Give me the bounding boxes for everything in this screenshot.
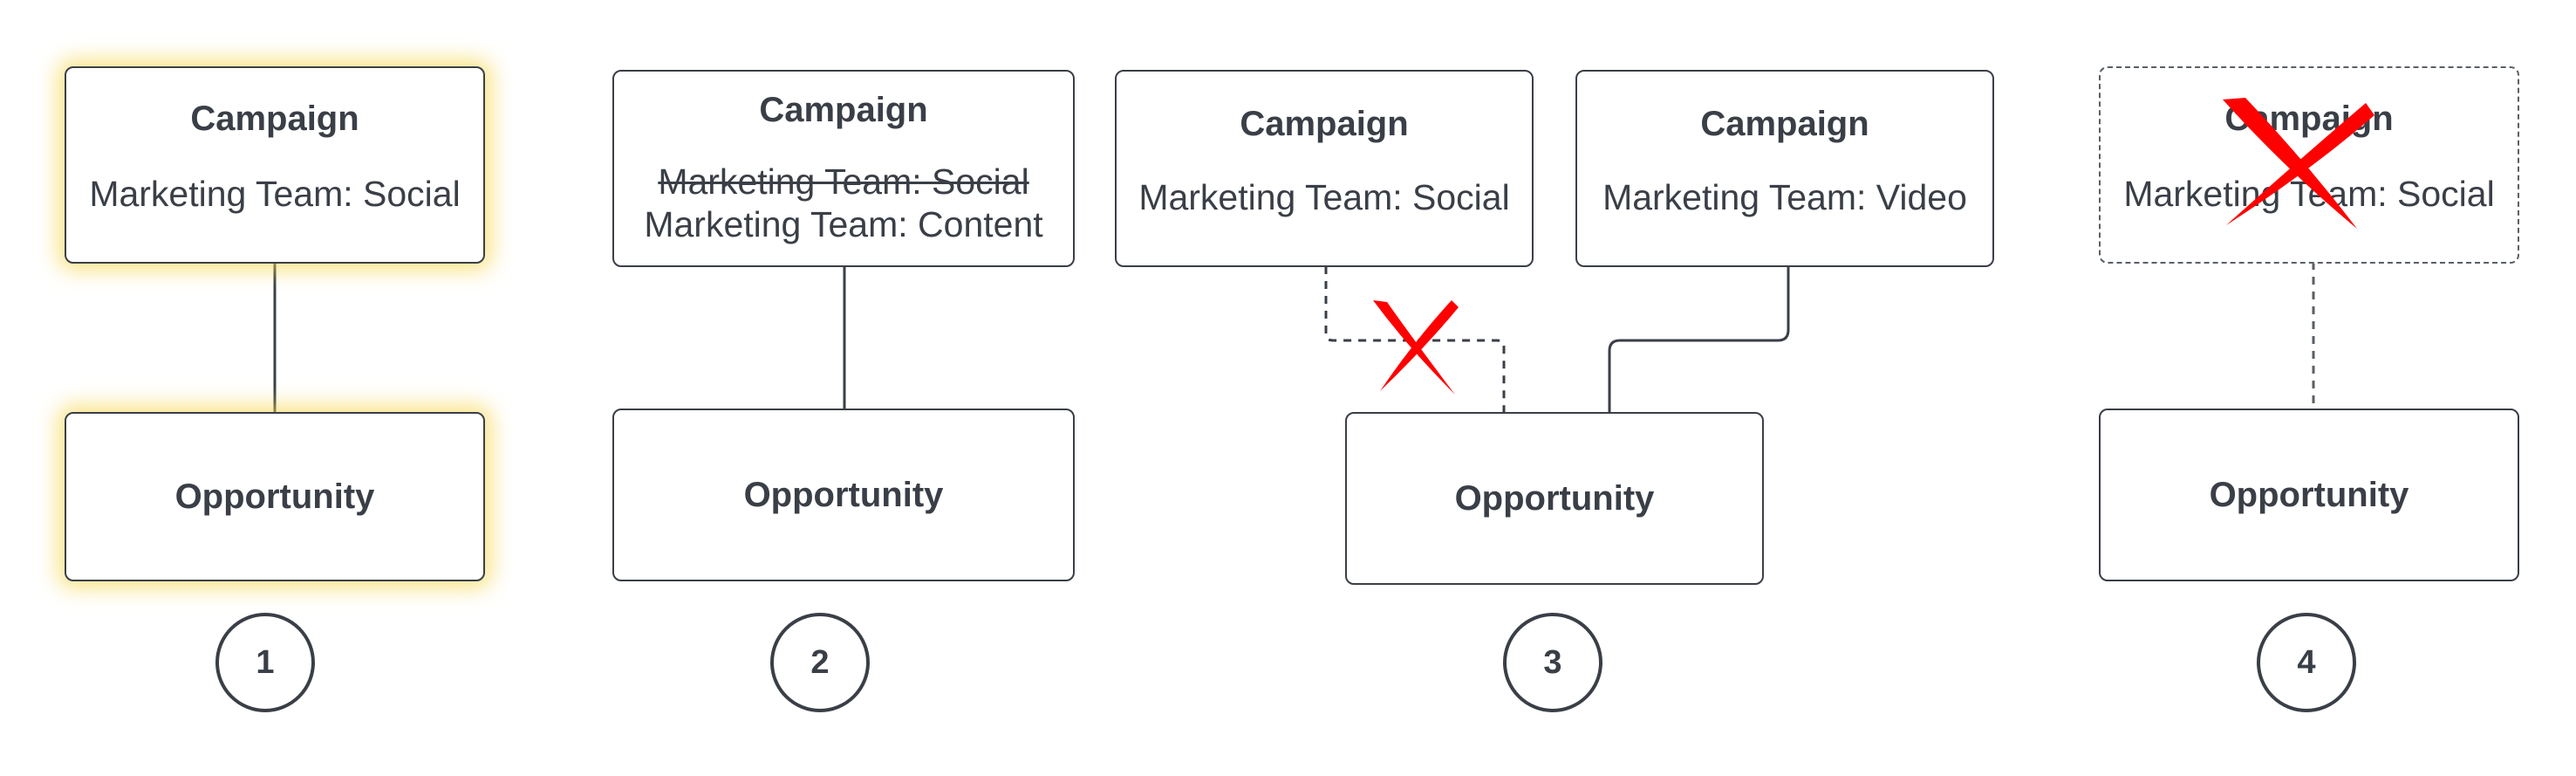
campaign-team: Marketing Team: Social — [1138, 177, 1510, 217]
campaign-title: Campaign — [759, 91, 928, 129]
step-4-badge: 4 — [2257, 613, 2356, 712]
cross-icon-link — [1373, 300, 1459, 395]
campaign-box-2: Campaign Marketing Team: Social Marketin… — [612, 70, 1075, 267]
step-3-badge: 3 — [1503, 613, 1602, 712]
campaign-box-3-social: Campaign Marketing Team: Social — [1115, 70, 1534, 267]
campaign-title: Campaign — [190, 100, 359, 138]
campaign-team-old: Marketing Team: Social — [658, 161, 1029, 202]
campaign-box-1: Campaign Marketing Team: Social — [65, 66, 485, 264]
campaign-title: Campaign — [1700, 105, 1869, 143]
opportunity-title: Opportunity — [1454, 479, 1655, 518]
opportunity-title: Opportunity — [2209, 476, 2409, 514]
cross-icon-campaign — [2223, 98, 2374, 229]
campaign-team: Marketing Team: Social — [89, 174, 461, 214]
step-1-badge: 1 — [215, 613, 315, 712]
step-2-badge: 2 — [770, 613, 870, 712]
campaign-team: Marketing Team: Video — [1602, 177, 1967, 217]
opportunity-box-3: Opportunity — [1345, 412, 1764, 585]
opportunity-title: Opportunity — [174, 477, 375, 516]
link-3-video — [1608, 266, 1790, 412]
opportunity-box-2: Opportunity — [612, 409, 1075, 581]
opportunity-title: Opportunity — [743, 476, 944, 514]
campaign-title: Campaign — [1240, 105, 1409, 143]
campaign-team-new: Marketing Team: Content — [644, 204, 1043, 245]
campaign-box-3-video: Campaign Marketing Team: Video — [1575, 70, 1994, 267]
opportunity-box-1: Opportunity — [65, 412, 485, 581]
opportunity-box-4: Opportunity — [2099, 409, 2519, 581]
